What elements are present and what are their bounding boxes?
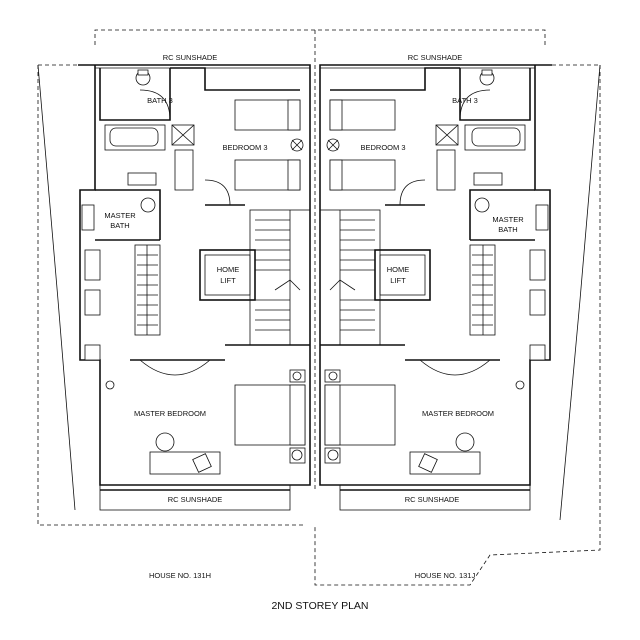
label-master-bath-right-2: BATH (498, 225, 517, 234)
site-outline-dashed (37, 29, 601, 586)
label-master-bedroom-right: MASTER BEDROOM (422, 409, 494, 418)
site-outline-slant-left (37, 64, 601, 521)
label-home-lift-right-2: LIFT (390, 276, 406, 285)
label-rc-sunshade-bottom-left: RC SUNSHADE (168, 495, 223, 504)
stair-treads-right (329, 210, 375, 345)
label-master-bath-right-1: MASTER (492, 215, 524, 224)
wardrobe-hangers-left (137, 245, 158, 335)
label-house-131j: HOUSE NO. 131J (415, 571, 476, 580)
label-master-bath-left-2: BATH (110, 221, 129, 230)
plan-title: 2ND STOREY PLAN (271, 600, 369, 612)
label-home-lift-right-1: HOME (387, 265, 410, 274)
label-bedroom3-left: BEDROOM 3 (222, 143, 267, 152)
label-bedroom3-right: BEDROOM 3 (360, 143, 405, 152)
label-house-131h: HOUSE NO. 131H (149, 571, 211, 580)
label-rc-sunshade-top-left: RC SUNSHADE (163, 53, 218, 62)
label-home-lift-left-2: LIFT (220, 276, 236, 285)
label-home-lift-left-1: HOME (217, 265, 240, 274)
label-rc-sunshade-bottom-right: RC SUNSHADE (405, 495, 460, 504)
stair-treads-left (255, 210, 301, 345)
house-131h (78, 64, 311, 511)
label-rc-sunshade-top-right: RC SUNSHADE (408, 53, 463, 62)
label-master-bedroom-left: MASTER BEDROOM (134, 409, 206, 418)
wardrobe-hangers-right (472, 245, 493, 335)
label-master-bath-left-1: MASTER (104, 211, 136, 220)
label-bath3-left: BATH 3 (147, 96, 173, 105)
label-bath3-right: BATH 3 (452, 96, 478, 105)
house-131j (319, 64, 552, 511)
